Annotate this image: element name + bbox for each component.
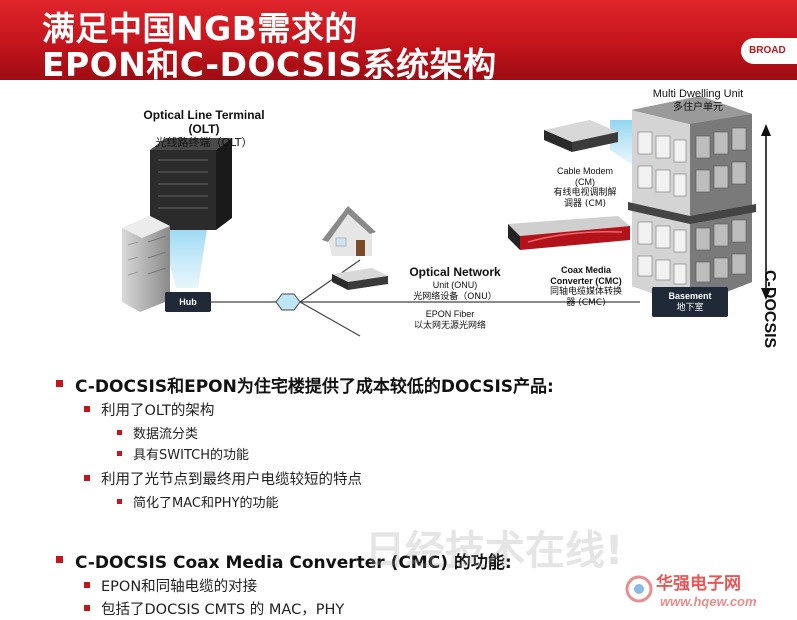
cmc-label: Coax Media Converter (CMC) 同轴电缆媒体转换 器 (C… — [540, 265, 632, 309]
bullet-marker — [56, 556, 63, 563]
cmc-label-line-1: Coax Media — [560, 265, 611, 275]
office-building-icon — [122, 216, 170, 312]
bullet-marker — [117, 499, 122, 504]
fiber-line-down — [299, 301, 361, 337]
bullet-item: EPON和同轴电缆的对接 — [101, 579, 258, 595]
hub-label: Hub — [165, 297, 211, 307]
cable-modem-label-line-4: 调器 (CM) — [564, 199, 606, 209]
architecture-diagram: Optical Line Terminal (OLT) 光线路终端（OLT） H… — [0, 80, 797, 360]
cdocsis-span-arrow — [761, 124, 771, 300]
fiber-label-line-1: EPON Fiber — [425, 309, 475, 319]
slide-title-line-1: 满足中国NGB需求的 — [42, 9, 358, 48]
olt-label-line-2: (OLT) — [188, 122, 220, 136]
bullet-marker — [56, 380, 63, 387]
basement-label: Basement 地下室 — [652, 290, 728, 314]
basement-label-line-2: 地下室 — [676, 303, 704, 313]
bullet-marker — [117, 430, 122, 435]
bullet-list: C-DOCSIS和EPON为住宅楼提供了成本较低的DOCSIS产品: 利用了OL… — [0, 360, 797, 620]
bullet-item: 简化了MAC和PHY的功能 — [133, 496, 279, 511]
watermark-url: www.hqew.com — [660, 594, 757, 609]
onu-label-line-1: Optical Network — [409, 265, 501, 279]
title-bar: 满足中国NGB需求的 EPON和C-DOCSIS系统架构 BROAD — [0, 0, 797, 84]
bullet-item: 利用了光节点到最终用户电缆较短的特点 — [101, 472, 362, 488]
bullet-item: C-DOCSIS Coax Media Converter (CMC) 的功能: — [75, 553, 512, 573]
fiber-label-line-2: 以太网无源光网络 — [413, 321, 486, 331]
olt-label: Optical Line Terminal (OLT) 光线路终端（OLT） — [138, 108, 270, 150]
house-icon — [322, 206, 376, 256]
onu-device-icon — [332, 268, 388, 290]
watermark-brand-icon — [625, 575, 653, 603]
mdu-label: Multi Dwelling Unit 多住户单元 — [636, 87, 760, 115]
onu-label-line-3: 光网络设备（ONU） — [413, 292, 497, 302]
olt-rack-icon — [150, 138, 232, 230]
bullet-marker — [84, 475, 90, 481]
slide-title-line-2: EPON和C-DOCSIS系统架构 — [42, 45, 497, 84]
bullet-item: 利用了OLT的架构 — [101, 403, 215, 419]
splitter-icon — [275, 293, 301, 311]
bullet-marker — [84, 406, 90, 412]
bullet-marker — [117, 451, 122, 456]
onu-label-line-2: Unit (ONU) — [432, 280, 478, 290]
olt-label-line-3: 光线路终端（OLT） — [155, 136, 253, 149]
cable-modem-label: Cable Modem (CM) 有线电视调制解 调器 (CM) — [540, 166, 630, 210]
bullet-marker — [84, 582, 90, 588]
watermark-brand: 华强电子网 — [656, 574, 741, 594]
mdu-label-line-2: 多住户单元 — [673, 102, 723, 113]
cmc-device-icon — [508, 216, 630, 250]
cmc-label-line-3: 同轴电缆媒体转换 — [549, 287, 622, 297]
cmc-label-line-2: Converter (CMC) — [550, 276, 622, 286]
cable-modem-icon — [544, 120, 618, 152]
mdu-building-icon — [628, 96, 756, 306]
fiber-label: EPON Fiber 以太网无源光网络 — [398, 308, 502, 332]
fiber-line-onu — [299, 259, 361, 303]
basement-label-line-1: Basement — [668, 291, 712, 301]
bullet-item: 包括了DOCSIS CMTS 的 MAC，PHY — [101, 602, 345, 618]
watermark-main: 日经技术在线! — [365, 528, 624, 574]
cdocsis-side-label: C-DOCSIS — [761, 270, 778, 349]
company-logo: BROAD — [741, 38, 797, 64]
cable-modem-label-line-1: Cable Modem — [556, 166, 614, 176]
bullet-marker — [84, 605, 90, 611]
onu-label: Optical Network Unit (ONU) 光网络设备（ONU） — [400, 265, 510, 303]
cable-modem-label-line-3: 有线电视调制解 — [553, 188, 617, 198]
bullet-item: C-DOCSIS和EPON为住宅楼提供了成本较低的DOCSIS产品: — [75, 377, 554, 397]
bullet-item: 数据流分类 — [133, 427, 199, 442]
diagram-graphics — [122, 96, 771, 337]
cmc-label-line-4: 器 (CMC) — [566, 298, 606, 308]
bullet-item: 具有SWITCH的功能 — [133, 448, 249, 463]
cable-modem-label-line-2: (CM) — [575, 177, 595, 187]
olt-label-line-1: Optical Line Terminal — [143, 108, 265, 122]
mdu-label-line-1: Multi Dwelling Unit — [652, 88, 744, 100]
